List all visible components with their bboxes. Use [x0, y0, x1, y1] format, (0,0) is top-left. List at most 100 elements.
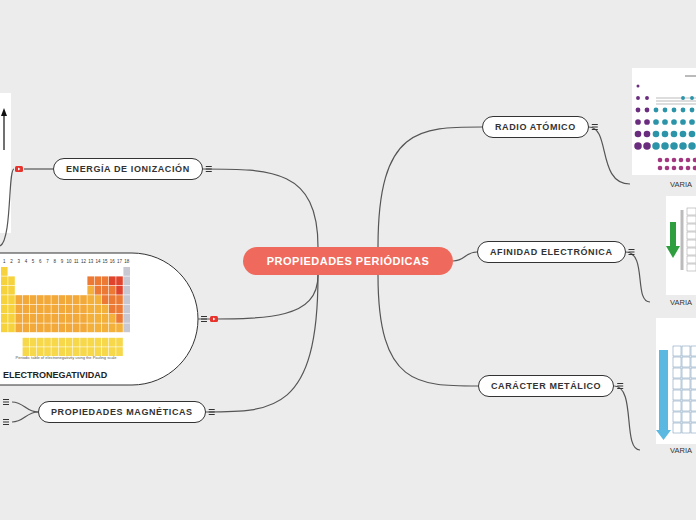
atom-circle	[686, 158, 691, 163]
image-caption: VARIA	[669, 180, 693, 189]
video-badge	[210, 316, 218, 322]
ionization-arrowhead	[1, 108, 7, 116]
element-cell	[116, 295, 123, 304]
element-cell	[8, 323, 15, 332]
element-cell	[123, 323, 130, 332]
element-cell	[123, 314, 130, 323]
element-cell	[1, 276, 8, 285]
element-cell	[116, 338, 123, 347]
element-cell	[102, 305, 109, 314]
atom-circle	[644, 119, 650, 125]
table-cell	[673, 401, 681, 411]
menu-icon	[3, 399, 9, 400]
element-cell	[102, 323, 109, 332]
table-cell	[673, 379, 681, 389]
element-cell	[1, 295, 8, 304]
group-number: 18	[124, 259, 129, 264]
radius-image	[632, 68, 696, 175]
atom-circle	[635, 131, 642, 138]
element-cell	[37, 295, 44, 304]
table-cell	[691, 423, 696, 433]
atom-circle	[679, 158, 684, 163]
table-cell	[691, 368, 696, 378]
element-cell	[1, 267, 8, 276]
atom-circle	[679, 166, 684, 171]
image-card: VARIA	[650, 194, 696, 308]
atom-circle	[672, 108, 677, 113]
element-cell	[8, 314, 15, 323]
element-cell	[80, 314, 87, 323]
image-text-line	[656, 104, 696, 105]
element-cell	[44, 347, 51, 356]
element-cell	[66, 295, 73, 304]
element-cell	[8, 276, 15, 285]
table-cell	[691, 346, 696, 356]
element-cell	[51, 305, 58, 314]
menu-icon	[201, 321, 207, 322]
table-cell	[691, 401, 696, 411]
image-text-line	[685, 76, 696, 77]
table-cell	[687, 232, 696, 239]
mini-table	[682, 208, 696, 271]
menu-icon	[3, 404, 9, 405]
atom-circle	[653, 131, 660, 138]
element-cell	[123, 295, 130, 304]
element-cell	[30, 314, 37, 323]
element-cell	[87, 286, 94, 295]
atom-circle	[680, 119, 686, 125]
atom-circle	[672, 166, 677, 171]
atom-circle	[662, 119, 668, 125]
branch-topic: CARÁCTER METÁLICO	[478, 375, 614, 397]
topic-text: CARÁCTER METÁLICO	[491, 381, 601, 391]
element-cell	[37, 305, 44, 314]
group-number: 14	[95, 259, 100, 264]
branch-connector	[198, 275, 318, 319]
leader-line	[0, 169, 14, 246]
menu-icon	[209, 414, 215, 415]
element-cell	[66, 347, 73, 356]
atom-circle	[689, 119, 695, 125]
element-cell	[102, 338, 109, 347]
atom-circle	[665, 166, 670, 171]
element-cell	[80, 347, 87, 356]
element-cell	[73, 323, 80, 332]
element-cell	[80, 295, 87, 304]
element-cell	[95, 276, 102, 285]
element-cell	[95, 323, 102, 332]
atom-circle	[645, 96, 649, 100]
element-cell	[116, 276, 123, 285]
atom-circle	[690, 96, 694, 100]
image-text-line	[656, 101, 696, 102]
affinity-arrow-shaft	[670, 222, 676, 248]
image-text-line	[656, 98, 696, 99]
topic-text: PROPIEDADES MAGNÉTICAS	[51, 407, 193, 417]
table-cell	[682, 357, 690, 367]
table-cell	[691, 357, 696, 367]
element-cell	[66, 338, 73, 347]
mini-table	[673, 346, 696, 433]
ionization-arrow	[3, 114, 4, 150]
menu-icon	[3, 422, 9, 423]
element-cell	[123, 267, 130, 276]
element-cell	[23, 338, 30, 347]
atom-circle	[686, 166, 691, 171]
element-cell	[23, 314, 30, 323]
element-cell	[95, 338, 102, 347]
video-badge	[213, 318, 216, 321]
group-number: 12	[81, 259, 86, 264]
element-cell	[116, 305, 123, 314]
element-cell	[123, 286, 130, 295]
atom-circle	[652, 142, 660, 150]
branch-topic: ENERGÍA DE IONIZACIÓN	[53, 158, 203, 180]
element-cell	[44, 323, 51, 332]
element-cell	[23, 295, 30, 304]
element-cell	[87, 338, 94, 347]
element-cell	[37, 323, 44, 332]
leader-line	[24, 168, 53, 169]
element-cell	[87, 347, 94, 356]
element-cell	[30, 305, 37, 314]
element-cell	[23, 347, 30, 356]
region-outline	[0, 253, 198, 385]
menu-icon	[3, 419, 9, 420]
element-cell	[87, 295, 94, 304]
